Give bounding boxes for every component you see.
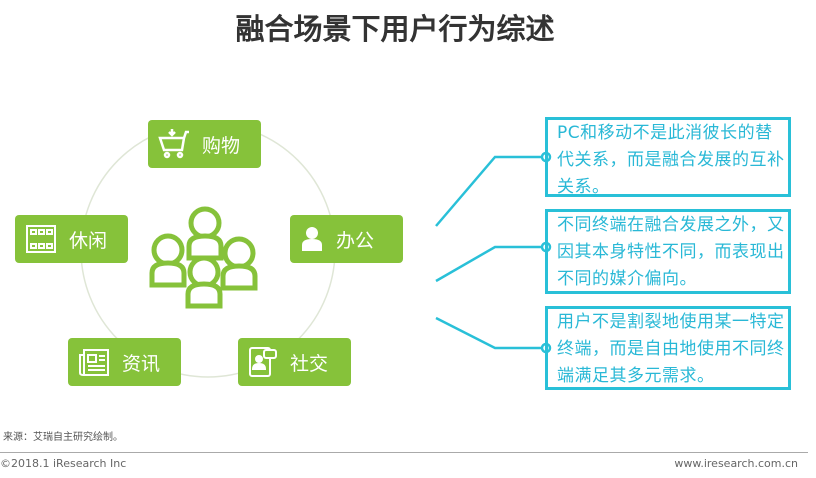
copyright: ©2018.1 iResearch Inc (0, 457, 127, 470)
scene-leisure: 休闲 (15, 215, 128, 263)
description-box: 不同终端在融合发展之外，又因其本身特性不同，而表现出不同的媒介偏向。 (545, 209, 791, 294)
scene-shopping: 购物 (148, 120, 261, 168)
scene-label: 社交 (290, 352, 329, 375)
scene-label: 购物 (202, 134, 241, 157)
scene-office: 办公 (290, 215, 403, 263)
social-phone-icon (249, 347, 277, 377)
connector-lines (435, 151, 552, 354)
shopping-cart-icon (158, 129, 189, 159)
scene-label: 资讯 (122, 352, 161, 375)
description-box: 用户不是割裂地使用某一特定终端，而是自由地使用不同终端满足其多元需求。 (545, 306, 791, 390)
website-url: www.iresearch.com.cn (674, 457, 798, 470)
source-note: 来源：艾瑞自主研究绘制。 (3, 432, 123, 443)
scene-label: 办公 (336, 229, 375, 252)
scene-social: 社交 (238, 338, 351, 386)
page-title: 融合场景下用户行为综述 (235, 12, 555, 46)
description-box: PC和移动不是此消彼长的替代关系，而是融合发展的互补关系。 (545, 117, 791, 197)
scene-news: 资讯 (68, 338, 181, 386)
film-icon (26, 225, 56, 253)
newspaper-icon (79, 349, 109, 376)
users-group-icon (149, 206, 258, 309)
scene-label: 休闲 (69, 229, 108, 252)
office-worker-icon (302, 227, 322, 251)
footer-divider (0, 452, 808, 453)
